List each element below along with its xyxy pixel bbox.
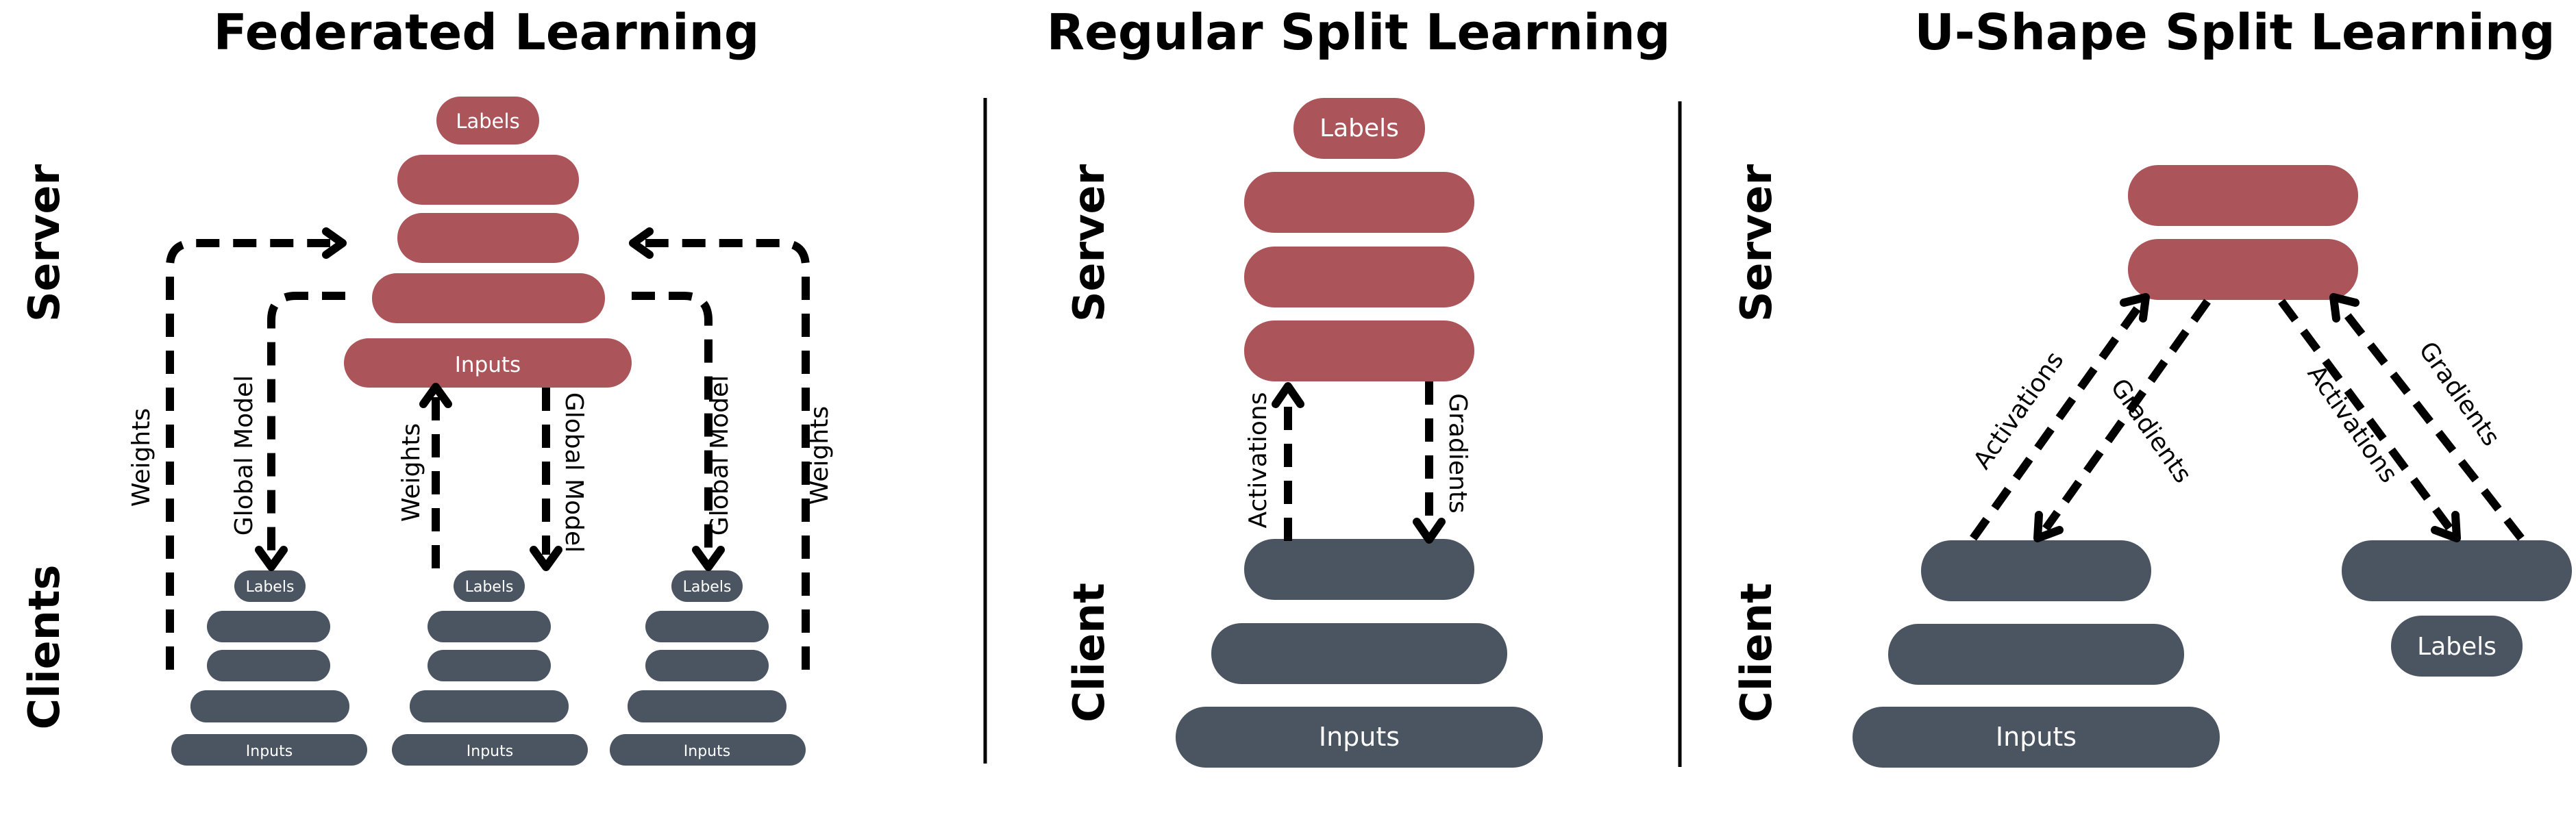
global-model-arrow-left	[267, 292, 345, 555]
client-layer	[628, 690, 787, 722]
server-layer	[372, 273, 605, 323]
arrow-head	[1272, 382, 1304, 408]
activations-arrow-right	[2278, 299, 2453, 531]
label-global-model-middle: Global Model	[560, 392, 588, 553]
gradients-arrow-right	[2338, 305, 2525, 541]
server-inputs-layer	[344, 338, 632, 388]
client-inputs-text: Inputs	[246, 743, 293, 760]
client-layer	[207, 650, 330, 681]
client-layer	[1888, 624, 2184, 685]
server-layer	[1244, 172, 1474, 233]
client-layer	[428, 650, 551, 681]
server-labels-text: Labels	[456, 110, 519, 133]
side-label-client-ushape: Client	[1731, 583, 1781, 722]
side-label-server-ushape: Server	[1731, 164, 1781, 322]
ushape-server-stack	[2128, 165, 2358, 300]
activations-arrow-left	[1970, 305, 2141, 541]
label-global-model-right: Global Model	[706, 375, 734, 536]
arrow-head	[530, 546, 562, 571]
client-layer	[410, 690, 569, 722]
global-model-arrow-right	[632, 292, 713, 555]
client-labels-layer	[234, 570, 306, 602]
federated-client-stack-3: Labels Inputs	[610, 570, 806, 766]
arrow-head	[2033, 511, 2064, 542]
client-layer	[645, 611, 769, 642]
label-global-model-left: Global Model	[230, 375, 258, 536]
arrow-head	[2329, 293, 2360, 323]
client-inputs-text: Inputs	[684, 743, 730, 760]
federated-client-stack-1: Labels Inputs	[171, 570, 367, 766]
arrow-head	[255, 546, 288, 571]
server-labels-layer	[1293, 98, 1425, 159]
client-layer	[1211, 623, 1507, 684]
label-weights-middle: Weights	[397, 423, 425, 522]
regular-client-stack: Inputs	[1176, 539, 1543, 768]
client-top-layer	[2342, 540, 2572, 601]
server-layer	[2128, 165, 2358, 226]
arrow-head	[2431, 511, 2461, 542]
arrow-head	[629, 227, 654, 259]
client-layer	[428, 611, 551, 642]
side-label-client-regular: Client	[1064, 583, 1114, 722]
client-inputs-text: Inputs	[1319, 722, 1400, 752]
gradients-arrow-left	[2042, 299, 2211, 531]
client-labels-text: Labels	[465, 579, 514, 596]
server-layer	[2128, 239, 2358, 300]
side-label-server-federated: Server	[19, 164, 69, 322]
arrow-head	[419, 383, 452, 408]
label-gradients: Gradients	[1444, 393, 1472, 513]
server-layer	[1244, 320, 1474, 381]
arrow-head	[2120, 293, 2150, 323]
server-labels-text: Labels	[1320, 114, 1399, 142]
panel-title-u-shape: U-Shape Split Learning	[1914, 3, 2555, 61]
client-labels-text: Labels	[2417, 633, 2497, 661]
panel-title-regular-split: Regular Split Learning	[1047, 3, 1671, 61]
client-labels-layer	[2391, 616, 2523, 677]
client-inputs-layer	[1853, 707, 2220, 768]
client-inputs-layer	[1176, 707, 1543, 768]
client-inputs-text: Inputs	[467, 743, 513, 760]
client-layer	[207, 611, 330, 642]
side-label-server-regular: Server	[1064, 164, 1114, 322]
label-weights-left: Weights	[127, 408, 156, 507]
label-weights-right: Weights	[806, 406, 834, 505]
federated-arrows	[166, 227, 810, 670]
label-activations: Activations	[1244, 392, 1272, 529]
label-activations-right: Activations	[2302, 360, 2403, 488]
client-inputs-layer	[392, 734, 588, 766]
label-activations-left: Activations	[1968, 346, 2070, 475]
server-inputs-text: Inputs	[455, 353, 521, 377]
client-labels-text: Labels	[683, 579, 732, 596]
client-labels-text: Labels	[246, 579, 295, 596]
client-inputs-text: Inputs	[1996, 722, 2077, 752]
weights-arrow-right	[645, 239, 810, 670]
server-labels-layer	[436, 97, 539, 144]
regular-arrows	[1272, 381, 1446, 544]
regular-server-stack: Labels	[1244, 98, 1474, 381]
client-layer	[645, 650, 769, 681]
ushape-client-stack: Inputs Labels	[1853, 540, 2572, 768]
side-label-clients-federated: Clients	[19, 565, 69, 730]
ushape-arrows	[1970, 293, 2525, 542]
federated-server-stack: Labels Inputs	[344, 97, 632, 388]
client-labels-layer	[671, 570, 743, 602]
arrow-head	[692, 546, 725, 571]
client-inputs-layer	[171, 734, 367, 766]
federated-client-stack-2: Labels Inputs	[392, 570, 588, 766]
weights-arrow-left	[166, 239, 330, 670]
arrow-head	[322, 227, 347, 259]
client-inputs-layer	[610, 734, 806, 766]
panel-title-federated: Federated Learning	[214, 3, 760, 61]
client-layer	[190, 690, 349, 722]
server-layer	[397, 155, 579, 205]
arrow-head	[1413, 518, 1446, 544]
client-labels-layer	[454, 570, 525, 602]
server-layer	[1244, 247, 1474, 307]
client-layer	[1921, 540, 2151, 601]
server-layer	[397, 213, 579, 263]
client-layer	[1244, 539, 1474, 600]
label-gradients-right: Gradients	[2413, 337, 2505, 451]
